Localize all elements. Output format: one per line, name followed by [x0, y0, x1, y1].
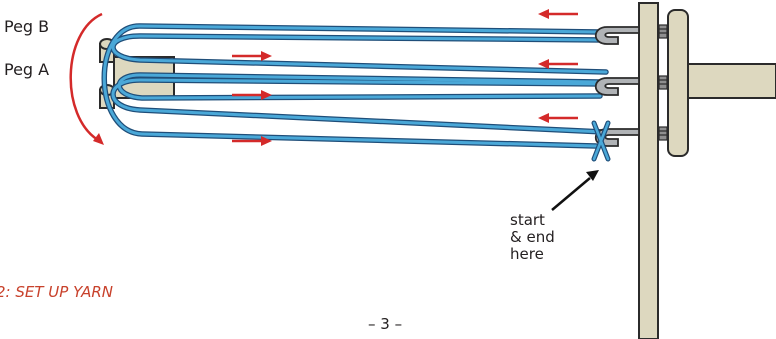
tie-knot	[591, 120, 611, 162]
right-arrows	[232, 51, 272, 146]
yarn-loops	[101, 23, 609, 149]
annotation-line-1: start	[510, 211, 545, 229]
screws	[658, 24, 668, 141]
horizontal-bar	[687, 63, 776, 99]
annotation-line-3: here	[510, 245, 544, 263]
annotation-line-2: & end	[510, 228, 555, 246]
hooks	[594, 26, 640, 147]
curved-direction-arrow	[69, 12, 104, 145]
clamp-block	[667, 9, 689, 157]
page-number: – 3 –	[368, 315, 403, 333]
start-pointer-arrow	[551, 170, 599, 211]
peg-b-label: Peg B	[4, 17, 50, 36]
peg-a-label: Peg A	[4, 60, 50, 79]
vertical-post	[638, 2, 659, 339]
start-end-annotation: start & end here	[510, 212, 555, 263]
left-arrows	[538, 9, 578, 123]
step-heading: 2: SET UP YARN	[0, 283, 113, 301]
